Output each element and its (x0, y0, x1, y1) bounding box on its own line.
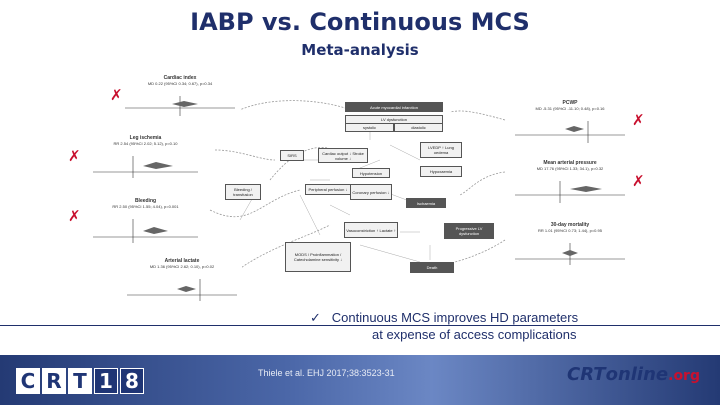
forest-plot-leg-ischemia: Leg ischemia RR 2.54 (95%CI 2.02; 5.12),… (88, 135, 203, 190)
forest-result: RR 2.50 (95%CI 1.55; 4.04), p=0.001 (112, 204, 179, 209)
node-ischaemia: Ischaemia (406, 198, 446, 208)
forest-title: 30-day mortality (550, 222, 590, 228)
key-finding-line1: Continuous MCS improves HD parameters (331, 310, 579, 325)
forest-plot-pcwp: PCWP MD -5.31 (95%CI -11.10; 0.48), p=0.… (510, 100, 630, 155)
node-sirs: SIRS (280, 150, 304, 161)
check-icon: ✓ (310, 310, 321, 325)
footer-bar: C R T 1 8 Thiele et al. EHJ 2017;38:3523… (0, 355, 720, 405)
node-cardiac-output: Cardiac output ↓ Stroke volume ↓ (318, 148, 368, 163)
x-mark-icon: ✗ (632, 111, 645, 129)
slide-subtitle: Meta-analysis (301, 41, 419, 59)
forest-title: Arterial lactate (164, 258, 200, 264)
node-bleeding: Bleeding / transfusion (225, 184, 261, 200)
forest-plot-cardiac-index: Cardiac index MD 0.22 (95%CI 0.34; 0.67)… (120, 75, 240, 133)
slide-title: IABP vs. Continuous MCS (190, 8, 530, 36)
logo-cell: R (42, 368, 66, 394)
logo-cell: C (16, 368, 40, 394)
node-diastolic: diastolic (394, 123, 443, 132)
node-mods: MODS / Proinflammation / Catecholamine s… (285, 242, 351, 272)
forest-title: Bleeding (134, 198, 157, 204)
forest-result: MD 1.36 (95%CI 2.62; 0.10), p=0.02 (149, 264, 215, 269)
forest-result: MD -5.31 (95%CI -11.10; 0.48), p=0.16 (535, 106, 605, 111)
forest-axis (93, 219, 198, 243)
node-hypoxaemia: Hypoxaemia (420, 166, 462, 177)
node-death: Death (410, 262, 454, 273)
forest-axis (515, 181, 625, 203)
forest-plot-mortality: 30-day mortality RR 1.01 (95%CI 0.73; 1.… (510, 222, 630, 277)
node-hypotension: Hypotension (352, 168, 390, 178)
node-lvedp: LVEDP ↑ Lung oedema (420, 142, 462, 158)
crt18-logo: C R T 1 8 (16, 368, 146, 394)
x-mark-icon: ✗ (68, 147, 81, 165)
forest-plot-arterial-lactate: Arterial lactate MD 1.36 (95%CI 2.62; 0.… (122, 258, 242, 313)
key-finding: ✓ Continuous MCS improves HD parameters … (310, 309, 578, 343)
node-progressive-lv: Progressive LV dysfunction (444, 223, 494, 239)
x-mark-icon: ✗ (68, 207, 81, 225)
node-coronary-perfusion: Coronary perfusion ↓ (350, 184, 392, 200)
forest-axis (127, 279, 237, 301)
forest-result: MD 0.22 (95%CI 0.34; 0.67), p=0.34 (147, 81, 213, 86)
forest-result: RR 1.01 (95%CI 0.73; 1.44), p=0.95 (538, 228, 602, 233)
logo-cell: 1 (94, 368, 118, 394)
forest-axis (125, 96, 235, 116)
citation: Thiele et al. EHJ 2017;38:3523-31 (258, 368, 395, 378)
logo-cell: T (68, 368, 92, 394)
node-systolic: systolic (345, 123, 394, 132)
forest-axis (515, 121, 625, 143)
x-mark-icon: ✗ (110, 86, 123, 104)
key-finding-line2: at expense of access complications (372, 327, 577, 342)
brand-org: .org (668, 368, 700, 384)
crtonline-logo: CRT online .org (567, 364, 700, 385)
forest-axis (93, 156, 198, 178)
x-mark-icon: ✗ (632, 172, 645, 190)
brand-crt: CRT (567, 364, 606, 385)
forest-plot-map: Mean arterial pressure MD 17.76 (95%CI 1… (510, 160, 630, 215)
logo-cell: 8 (120, 368, 144, 394)
divider (0, 325, 720, 326)
node-ami: Acute myocardial infarction (345, 102, 443, 112)
forest-title: Mean arterial pressure (543, 160, 597, 166)
forest-title: PCWP (562, 100, 578, 106)
forest-result: RR 2.54 (95%CI 2.02; 5.12), p=0.10 (113, 141, 178, 146)
node-peripheral-perfusion: Peripheral perfusion ↓ (305, 184, 351, 195)
brand-online: online (605, 364, 669, 385)
forest-title: Cardiac index (163, 75, 197, 81)
forest-plot-bleeding: Bleeding RR 2.50 (95%CI 1.55; 4.04), p=0… (88, 198, 203, 253)
forest-result: MD 17.76 (95%CI 1.33; 34.1), p=0.32 (536, 166, 604, 171)
forest-axis (515, 243, 625, 265)
node-vasoconstriction: Vasoconstriction ↑ Lactate ↑ (344, 222, 398, 238)
forest-title: Leg ischemia (129, 135, 162, 141)
